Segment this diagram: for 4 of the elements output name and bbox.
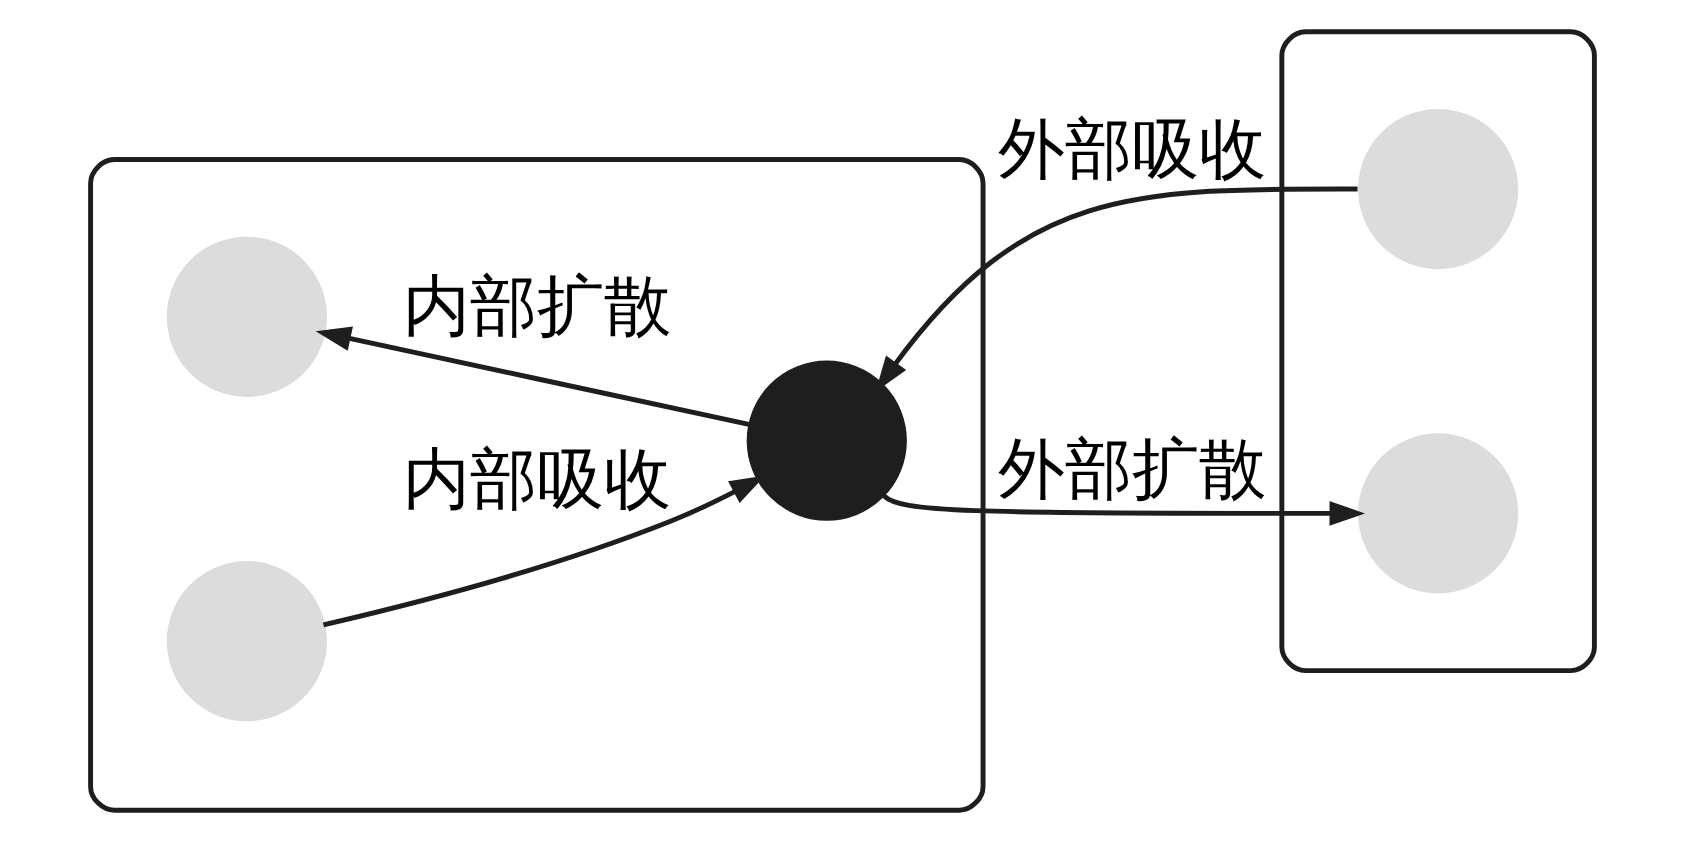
edge-label: 内部扩散 [402, 267, 671, 345]
edge-label: 内部吸收 [402, 439, 671, 518]
edge-label: 外部扩散 [998, 430, 1267, 509]
edge-label: 外部吸收 [998, 109, 1267, 188]
